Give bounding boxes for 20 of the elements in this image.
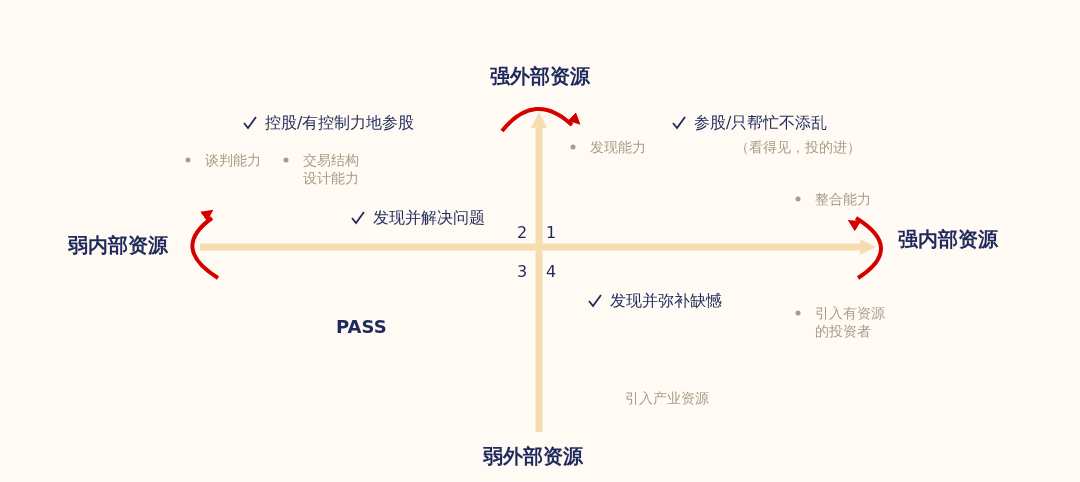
axis-label: 强内部资源 bbox=[898, 229, 998, 249]
quadrant-number: 1 bbox=[546, 223, 557, 243]
quadrant-number: 4 bbox=[546, 262, 557, 282]
faint-note: 引入有资源的投资者 bbox=[815, 304, 886, 340]
axis-label: 弱外部资源 bbox=[483, 446, 583, 466]
quadrant-number: 2 bbox=[517, 223, 528, 243]
axis-label: 强外部资源 bbox=[490, 66, 590, 86]
quadrant-note: 发现并弥补缺憾 bbox=[610, 291, 722, 311]
faint-note: 谈判能力 bbox=[205, 151, 261, 169]
faint-note: （看得见，投的进） bbox=[735, 138, 861, 156]
faint-note: 交易结构设计能力 bbox=[303, 151, 360, 187]
axis-label: 弱内部资源 bbox=[68, 235, 168, 255]
faint-note: 整合能力 bbox=[815, 190, 871, 208]
quadrant-number: 3 bbox=[517, 262, 528, 282]
quadrant-note: 发现并解决问题 bbox=[373, 208, 485, 228]
quadrant-note: 参股/只帮忙不添乱 bbox=[694, 113, 828, 133]
quadrant-note: 控股/有控制力地参股 bbox=[265, 113, 415, 133]
faint-note: 引入产业资源 bbox=[625, 389, 709, 407]
faint-note: 发现能力 bbox=[590, 138, 646, 156]
quadrant-note: PASS bbox=[336, 317, 387, 337]
